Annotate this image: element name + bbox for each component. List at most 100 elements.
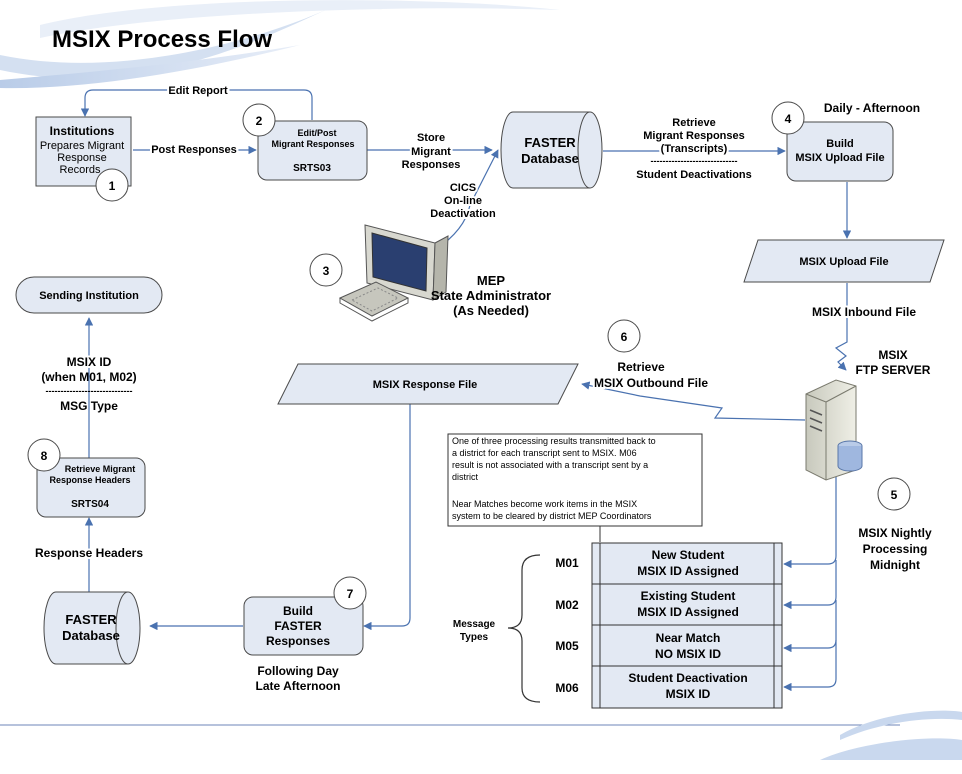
store-label-1: Store (417, 132, 445, 144)
ftp-server-line2: FTP SERVER (856, 363, 931, 377)
retrieve-out-line2: MSIX Outbound File (594, 376, 708, 390)
nightly-m01 (783, 470, 837, 569)
message-line2: MSIX ID Assigned (637, 564, 739, 578)
store-label-2: Migrant (411, 146, 451, 158)
build-faster-line1: Build (283, 604, 313, 618)
retrieve-transcripts-4: Student Deactivations (636, 169, 752, 181)
message-row: M01 New Student MSIX ID Assigned (555, 548, 738, 578)
message-line2: MSIX ID (666, 687, 711, 701)
edit-report-label: Edit Report (168, 85, 228, 97)
faster-bottom-line1: FASTER (65, 612, 117, 627)
note-p1-l2: a district for each transcript sent to M… (452, 448, 637, 458)
computer-icon (338, 224, 449, 322)
institutions-line1: Prepares Migrant (40, 140, 124, 152)
edit-post-line1: Edit/Post (297, 128, 336, 138)
build-upload-line1: Build (826, 138, 854, 150)
admin-line1: MEP (477, 273, 506, 288)
cics-label-2: On-line (444, 195, 482, 207)
institutions-title: Institutions (50, 124, 115, 138)
retrieve-transcripts-1: Retrieve (672, 117, 715, 129)
message-types-brace (507, 554, 541, 703)
message-code: M02 (555, 598, 579, 612)
inbound-arrow (834, 283, 848, 371)
post-responses-label: Post Responses (151, 144, 237, 156)
response-file-label: MSIX Response File (373, 379, 478, 391)
step-3-circle (309, 253, 343, 287)
cics-label-3: Deactivation (430, 208, 496, 220)
sending-label: Sending Institution (39, 290, 139, 302)
message-types: Message Types M01 New Student MSIX ID As… (453, 542, 783, 709)
response-file-arrow (363, 398, 411, 631)
edit-post-node: Edit/Post Migrant Responses SRTS03 2 (242, 103, 368, 181)
admin-node: 3 MEP State Administrator (As Needed) (309, 224, 551, 322)
institutions-node: Institutions Prepares Migrant Response R… (35, 116, 132, 202)
note-p1-l3: result is not associated with a transcri… (452, 460, 648, 470)
edit-report-arrow (80, 89, 313, 120)
headers-code: SRTS04 (71, 499, 109, 510)
message-code: M05 (555, 639, 579, 653)
step-2-number: 2 (256, 114, 263, 128)
note-p2-l2: system to be cleared by district MEP Coo… (452, 511, 652, 521)
message-line1: New Student (652, 548, 725, 562)
connectors (80, 89, 852, 692)
outbound-arrow (581, 381, 806, 421)
message-row: M06 Student Deactivation MSIX ID (555, 671, 747, 701)
step-1-number: 1 (109, 179, 116, 193)
footer-decoration (0, 710, 962, 760)
daily-afternoon-caption: Daily - Afternoon (824, 101, 920, 115)
note-p1-l1: One of three processing results transmit… (452, 436, 656, 446)
admin-line3: (As Needed) (453, 303, 529, 318)
message-line1: Student Deactivation (628, 671, 747, 685)
retrieve-out-line1: Retrieve (617, 360, 665, 374)
step-4-circle (771, 101, 805, 135)
retrieve-headers-node: Retrieve Migrant Response Headers SRTS04… (27, 438, 146, 518)
nightly-m02 (783, 560, 837, 610)
message-code: M06 (555, 681, 579, 695)
page-title: MSIX Process Flow (52, 26, 272, 53)
edit-post-code: SRTS03 (293, 163, 331, 174)
build-faster-line3: Responses (266, 634, 330, 648)
response-file-node: MSIX Response File (277, 363, 579, 405)
faster-top-line1: FASTER (524, 135, 576, 150)
nightly-line2: Processing (863, 542, 928, 556)
message-line1: Existing Student (641, 589, 736, 603)
server-icon (805, 379, 863, 481)
retrieve-transcripts-2: Migrant Responses (643, 130, 744, 142)
upload-file-label: MSIX Upload File (799, 256, 888, 268)
retrieve-transcripts-divider: ----------------------------- (651, 156, 738, 166)
nightly-line3: Midnight (870, 558, 920, 572)
upload-file-node: MSIX Upload File (743, 239, 945, 283)
step-8-circle (27, 438, 61, 472)
build-upload-node: Daily - Afternoon Build MSIX Upload File… (771, 101, 920, 182)
headers-line1: Retrieve Migrant (65, 464, 136, 474)
sending-institution-node: Sending Institution (15, 276, 163, 314)
build-upload-line2: MSIX Upload File (795, 152, 884, 164)
retrieve-outbound: 6 Retrieve MSIX Outbound File (592, 319, 710, 392)
following-day-caption: Following Day (257, 664, 339, 678)
message-types-label1: Message (453, 619, 496, 630)
message-line2: NO MSIX ID (655, 647, 721, 661)
institutions-line3: Records (60, 164, 101, 176)
message-row: M02 Existing Student MSIX ID Assigned (555, 589, 738, 619)
step-7-circle (333, 576, 367, 610)
msix-id-line2: (when M01, M02) (41, 370, 136, 384)
faster-bottom-line2: Database (62, 628, 120, 643)
headers-line2: Response Headers (49, 475, 130, 485)
store-label-3: Responses (402, 159, 461, 171)
response-headers-label: Response Headers (35, 546, 143, 560)
institutions-line2: Response (57, 152, 107, 164)
note-p1-l4: district (452, 472, 479, 482)
step-6-number: 6 (621, 330, 628, 344)
edit-post-line2: Migrant Responses (271, 139, 354, 149)
step-4-number: 4 (785, 112, 792, 126)
retrieve-transcripts-3: (Transcripts) (661, 143, 728, 155)
step-5-number: 5 (891, 488, 898, 502)
step-3-number: 3 (323, 264, 330, 278)
msix-id-line1: MSIX ID (67, 355, 112, 369)
build-faster-node: Build FASTER Responses 7 Following Day L… (243, 576, 367, 693)
step-1-circle (95, 168, 129, 202)
msix-id-divider: ----------------------------- (46, 386, 133, 396)
step-2-circle (242, 103, 276, 137)
faster-database-bottom: FASTER Database (43, 591, 141, 665)
